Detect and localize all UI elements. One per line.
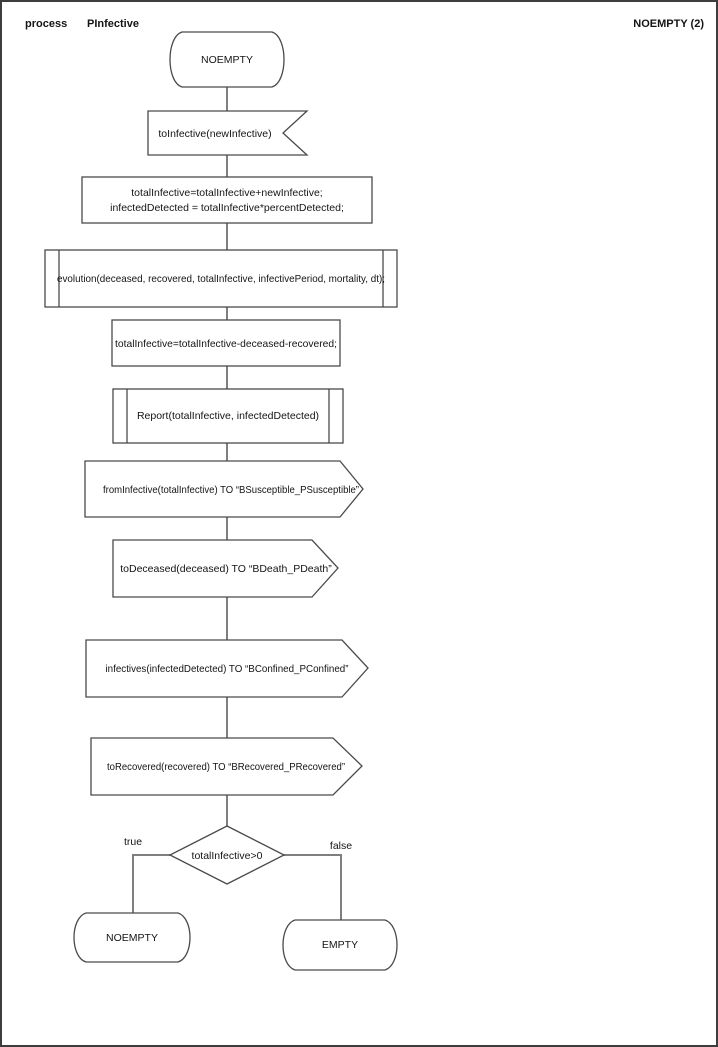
start-state-shape — [169, 31, 285, 88]
state-noempty-label: NOEMPTY — [106, 932, 158, 944]
send-infectives-label: infectives(infectedDetected) TO “BConfin… — [106, 663, 349, 675]
decision-false-label: false — [330, 840, 352, 852]
decision-true-label: true — [124, 836, 142, 848]
send-to-recovered-label: toRecovered(recovered) TO “BRecovered_PR… — [107, 761, 345, 773]
send-from-infective-shape — [84, 460, 364, 518]
connector-decision-true-branch — [132, 854, 170, 913]
task-assign2-shape — [111, 319, 341, 367]
start-state-label: NOEMPTY — [201, 54, 253, 66]
send-to-recovered-shape — [90, 737, 363, 796]
procedure-report-label: Report(totalInfective, infectedDetected) — [137, 410, 319, 422]
send-to-deceased-label: toDeceased(deceased) TO “BDeath_PDeath” — [120, 563, 332, 575]
receive-signal-shape — [147, 110, 309, 156]
task-assign1-line2: infectedDetected = totalInfective*percen… — [110, 202, 344, 214]
task-assign1-shape — [81, 176, 373, 224]
send-from-infective-label: fromInfective(totalInfective) TO “BSusce… — [103, 484, 359, 496]
procedure-report-shape — [112, 388, 344, 444]
task-assign2-label: totalInfective=totalInfective-deceased-r… — [115, 338, 337, 350]
header-page-label: NOEMPTY (2) — [633, 18, 704, 30]
receive-signal-label: toInfective(newInfective) — [158, 128, 271, 140]
send-infectives-shape — [85, 639, 369, 698]
state-empty-shape — [282, 919, 398, 971]
header-diagram-name: PInfective — [87, 18, 139, 30]
procedure-evolution-shape — [44, 249, 398, 308]
procedure-evolution-label: evolution(deceased, recovered, totalInfe… — [57, 273, 385, 285]
task-assign1-line1: totalInfective=totalInfective+newInfecti… — [131, 187, 322, 199]
state-empty-label: EMPTY — [322, 939, 358, 951]
decision-shape — [168, 825, 286, 885]
decision-label: totalInfective>0 — [192, 850, 263, 862]
header-kind-label: process — [25, 18, 67, 30]
send-to-deceased-shape — [112, 539, 339, 598]
connector-decision-false-branch — [284, 854, 342, 920]
state-noempty-shape — [73, 912, 191, 963]
